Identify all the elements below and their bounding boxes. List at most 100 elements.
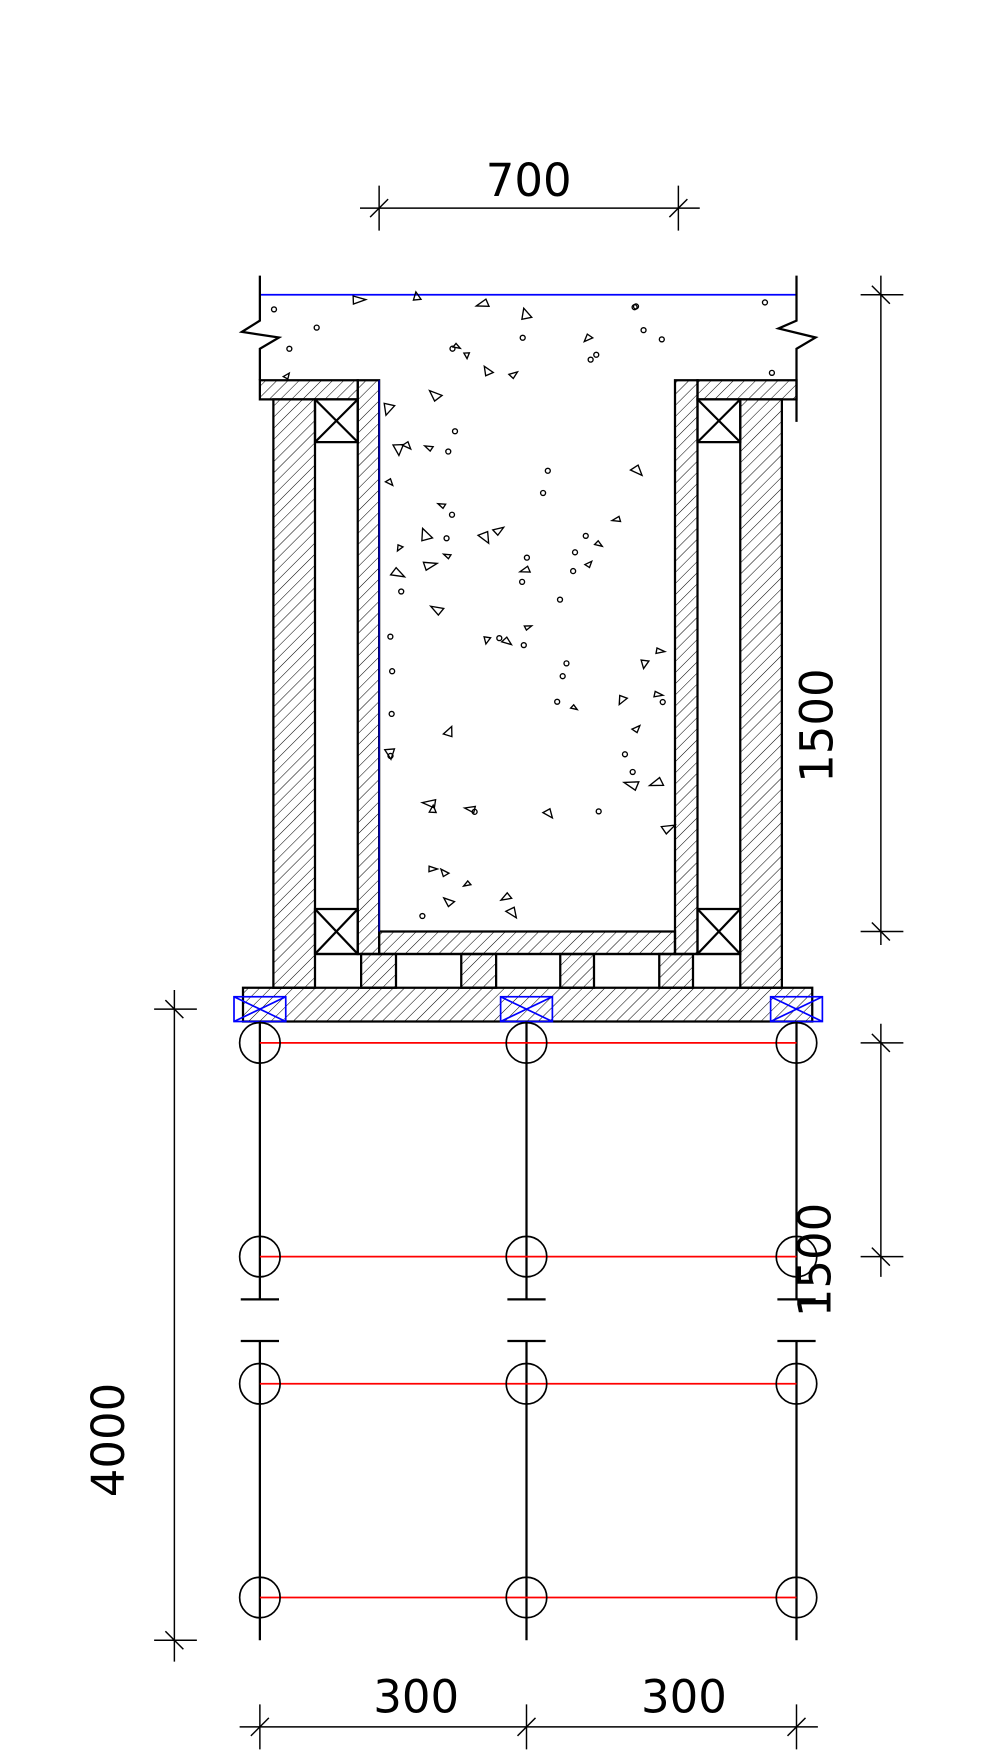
aggregate-stone bbox=[507, 370, 520, 380]
aggregate-stone bbox=[428, 865, 440, 873]
aggregate-pebble bbox=[448, 511, 456, 518]
aggregate-pebble bbox=[595, 808, 602, 815]
aggregate-pebble bbox=[571, 549, 579, 556]
timber-x-icon bbox=[696, 398, 742, 444]
joist-block bbox=[360, 952, 398, 989]
inner-panel-right bbox=[673, 379, 699, 956]
aggregate-pebble bbox=[631, 304, 638, 311]
top-plate-right bbox=[696, 379, 798, 401]
aggregate-pebble bbox=[659, 698, 666, 706]
aggregate-pebble bbox=[520, 641, 527, 649]
aggregate-pebble bbox=[658, 336, 665, 343]
dimension-right-lower: 1500 bbox=[788, 1023, 904, 1318]
aggregate-pebble bbox=[768, 369, 776, 376]
aggregate-stone bbox=[352, 295, 368, 305]
aggregate-stone bbox=[621, 781, 640, 792]
aggregate-stone bbox=[439, 867, 451, 878]
aggregate-stone bbox=[517, 565, 532, 573]
coupler-circle-icon bbox=[505, 1576, 548, 1619]
concrete-slab bbox=[238, 275, 819, 920]
aggregate-pebble bbox=[569, 567, 577, 575]
coupler-circle-icon bbox=[505, 1235, 548, 1278]
aggregate-pebble bbox=[761, 299, 769, 306]
coupler-circle-icon bbox=[775, 1021, 818, 1064]
joist-block bbox=[559, 952, 596, 989]
aggregate-stone bbox=[420, 798, 437, 809]
aggregate-stone bbox=[630, 724, 642, 734]
aggregate-pebble bbox=[629, 768, 636, 776]
aggregate-stone bbox=[640, 659, 651, 671]
aggregate-stone bbox=[491, 526, 506, 537]
aggregate-pebble bbox=[419, 912, 426, 920]
coupler-circle-icon bbox=[505, 1021, 548, 1064]
aggregate-stone bbox=[442, 725, 453, 738]
dimension-label-300-right: 300 bbox=[641, 1670, 727, 1723]
top-plate-left bbox=[258, 379, 359, 401]
aggregate-stone bbox=[504, 906, 518, 920]
aggregate-stone bbox=[396, 543, 405, 553]
aggregate-stone bbox=[593, 539, 604, 548]
aggregate-pebble bbox=[554, 698, 561, 705]
aggregate-stone bbox=[428, 605, 445, 617]
coupler-circle-icon bbox=[775, 1235, 818, 1278]
coupler-circle-icon bbox=[505, 1362, 548, 1405]
aggregate-stone bbox=[436, 502, 447, 510]
aggregate-stone bbox=[483, 364, 495, 377]
concrete-aggregate bbox=[270, 290, 776, 920]
main-beam bbox=[241, 986, 814, 1023]
aggregate-stone bbox=[583, 559, 593, 569]
aggregate-stone bbox=[389, 566, 407, 578]
dimension-label-700: 700 bbox=[486, 154, 572, 207]
dimension-label-1500-upper: 1500 bbox=[791, 668, 844, 783]
dimension-label-4000: 4000 bbox=[82, 1383, 135, 1498]
aggregate-pebble bbox=[559, 673, 566, 680]
aggregate-stone bbox=[653, 690, 666, 698]
inner-panel-left bbox=[356, 379, 381, 956]
aggregate-pebble bbox=[449, 345, 456, 352]
aggregate-stone bbox=[500, 636, 513, 646]
dimension-bottom-spans: 300 300 bbox=[239, 1670, 818, 1750]
aggregate-pebble bbox=[443, 535, 450, 542]
aggregate-stone bbox=[281, 371, 291, 381]
aggregate-pebble bbox=[398, 588, 405, 595]
aggregate-pebble bbox=[640, 326, 647, 334]
aggregate-stone bbox=[569, 703, 579, 711]
aggregate-stone bbox=[442, 896, 456, 908]
aggregate-stone bbox=[483, 636, 492, 646]
aggregate-stone bbox=[391, 443, 405, 458]
coupler-circle-icon bbox=[238, 1576, 281, 1619]
coupler-circle-icon bbox=[775, 1576, 818, 1619]
aggregate-stone bbox=[476, 530, 490, 545]
aggregate-stone bbox=[422, 445, 435, 453]
aggregate-stone bbox=[451, 342, 462, 350]
aggregate-pebble bbox=[544, 467, 551, 474]
bottom-panel bbox=[378, 930, 677, 956]
aggregate-stone bbox=[618, 694, 629, 707]
aggregate-stone bbox=[521, 306, 534, 321]
aggregate-pebble bbox=[496, 634, 503, 642]
aggregate-stone bbox=[441, 553, 453, 560]
aggregate-pebble bbox=[451, 428, 459, 435]
dimension-label-1500-lower: 1500 bbox=[788, 1203, 841, 1318]
aggregate-pebble bbox=[313, 324, 320, 331]
aggregate-stone bbox=[541, 807, 554, 820]
dimension-label-300-left: 300 bbox=[373, 1670, 459, 1723]
aggregate-stone bbox=[655, 647, 668, 655]
coupler-circle-icon bbox=[238, 1235, 281, 1278]
aggregate-pebble bbox=[593, 351, 600, 358]
aggregate-stone bbox=[428, 389, 444, 403]
formwork bbox=[233, 379, 824, 1023]
aggregate-pebble bbox=[563, 660, 570, 667]
aggregate-stone bbox=[383, 748, 396, 761]
aggregate-stone bbox=[421, 526, 434, 542]
coupler-circle-icon bbox=[238, 1362, 281, 1405]
aggregate-stone bbox=[660, 824, 677, 835]
aggregate-pebble bbox=[556, 596, 564, 603]
coupler-circle-icon bbox=[238, 1021, 281, 1064]
aggregate-pebble bbox=[582, 532, 589, 540]
aggregate-stone bbox=[647, 776, 665, 787]
timber-x-icon bbox=[313, 907, 359, 956]
aggregate-pebble bbox=[388, 710, 395, 718]
aggregate-stone bbox=[629, 464, 644, 477]
